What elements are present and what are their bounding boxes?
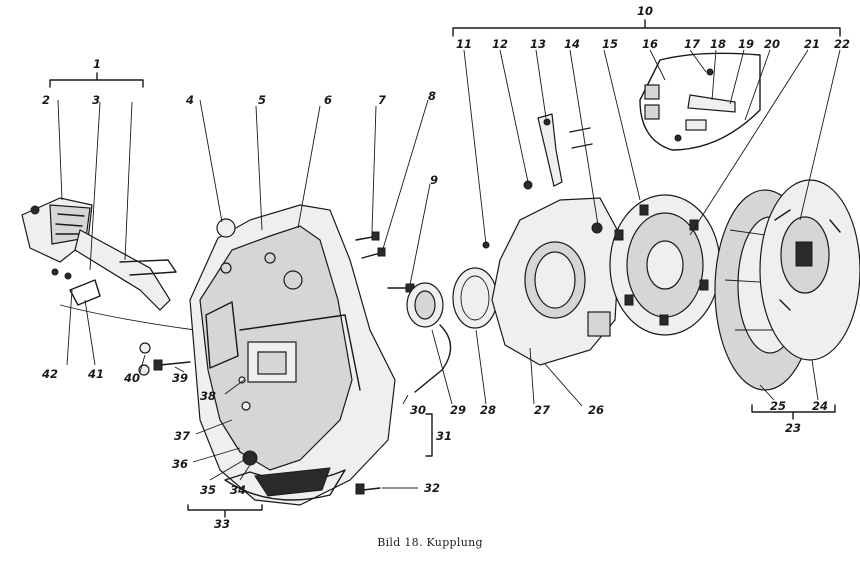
part-label-9: 9	[430, 173, 438, 187]
screw-illustration	[355, 483, 381, 495]
release-lever-illustration	[482, 113, 593, 249]
part-label-7: 7	[378, 93, 386, 107]
part-label-14: 14	[564, 37, 580, 51]
part-label-10: 10	[637, 4, 653, 18]
part-label-29: 29	[450, 403, 466, 417]
part-label-27: 27	[534, 403, 550, 417]
part-label-25: 25	[770, 399, 786, 413]
part-label-33: 33	[214, 517, 230, 531]
retainer-ring-illustration	[452, 267, 498, 329]
release-fork-illustration	[21, 197, 196, 331]
release-bearing-illustration	[406, 282, 452, 393]
part-label-36: 36	[172, 457, 188, 471]
part-label-17: 17	[684, 37, 700, 51]
part-label-34: 34	[230, 483, 246, 497]
part-label-5: 5	[258, 93, 266, 107]
bolts-illustration	[138, 231, 415, 376]
part-label-23: 23	[785, 421, 801, 435]
part-labels: 1 2 3 4 5 6 7 8 9 10 11 12 13 14 15 16 1…	[41, 4, 850, 531]
part-label-40: 40	[123, 371, 140, 385]
part-label-39: 39	[172, 371, 188, 385]
pressure-plate-illustration	[609, 194, 721, 336]
part-label-19: 19	[738, 37, 754, 51]
part-label-21: 21	[804, 37, 820, 51]
part-label-42: 42	[41, 367, 58, 381]
driven-plate-illustration	[759, 179, 860, 361]
part-label-26: 26	[588, 403, 604, 417]
part-label-4: 4	[185, 93, 194, 107]
part-label-20: 20	[764, 37, 780, 51]
part-label-12: 12	[492, 37, 508, 51]
part-label-41: 41	[87, 367, 104, 381]
part-label-15: 15	[602, 37, 618, 51]
part-label-18: 18	[710, 37, 726, 51]
part-label-1: 1	[93, 57, 101, 71]
leader-lines	[57, 49, 841, 489]
pivot-detail-illustration	[639, 52, 761, 151]
part-label-11: 11	[456, 37, 472, 51]
part-label-2: 2	[42, 93, 50, 107]
bracket-lines	[49, 19, 841, 518]
part-label-37: 37	[174, 429, 190, 443]
part-label-28: 28	[480, 403, 496, 417]
clutch-cover-illustration	[491, 197, 621, 366]
part-label-38: 38	[200, 389, 216, 403]
part-label-13: 13	[530, 37, 546, 51]
part-label-16: 16	[642, 37, 658, 51]
part-label-8: 8	[428, 89, 436, 103]
bell-housing-illustration	[189, 204, 396, 506]
part-label-6: 6	[324, 93, 332, 107]
part-label-31: 31	[436, 429, 452, 443]
part-label-3: 3	[92, 93, 100, 107]
part-label-35: 35	[200, 483, 216, 497]
part-label-24: 24	[812, 399, 828, 413]
figure-caption: Bild 18. Kupplung	[377, 536, 483, 549]
part-label-30: 30	[410, 403, 426, 417]
part-label-22: 22	[834, 37, 850, 51]
part-label-32: 32	[424, 481, 440, 495]
